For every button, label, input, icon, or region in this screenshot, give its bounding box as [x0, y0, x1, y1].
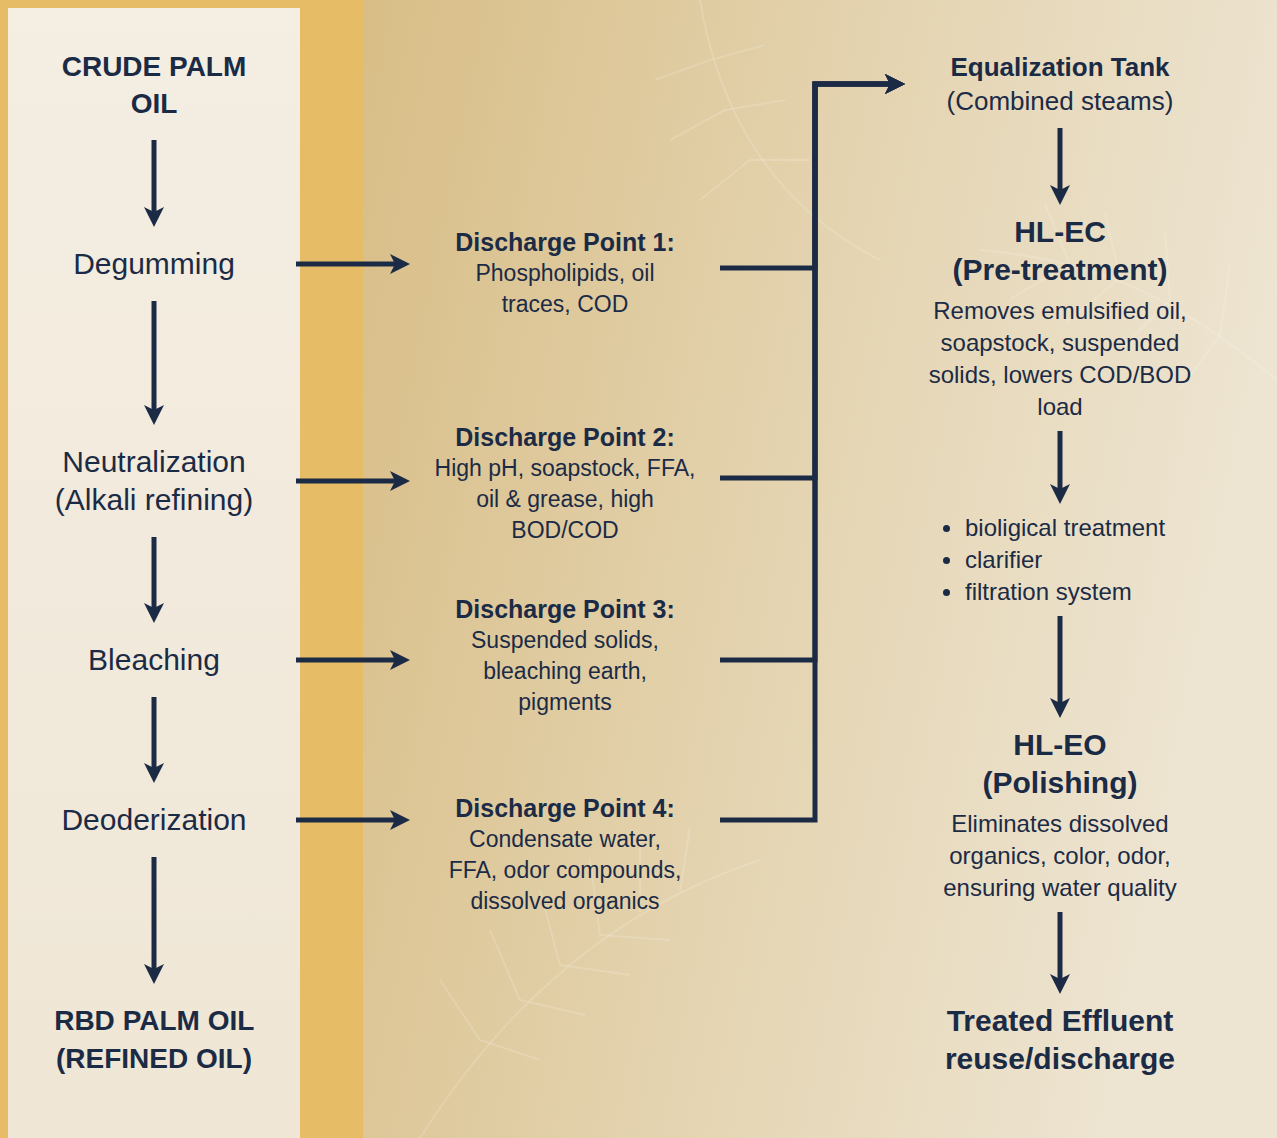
start-product: CRUDE PALM OIL: [12, 30, 296, 140]
flow-arrow: [296, 658, 400, 663]
frond-stem: [700, 0, 880, 260]
treatment-stage: HL-EO (Polishing)Eliminates dissolved or…: [905, 718, 1215, 912]
node-heading: Discharge Point 4:: [418, 793, 712, 824]
node-text: Condensate water, FFA, odor compounds, d…: [445, 824, 685, 917]
node-text: (Combined steams): [915, 84, 1205, 118]
treatment-stage: HL-EC (Pre-treatment)Removes emulsified …: [905, 205, 1215, 431]
palm-frond-texture: [420, 0, 1277, 1138]
frond-leaflets: [440, 827, 690, 1060]
flow-arrow: [152, 301, 157, 415]
flow-arrow: [296, 479, 400, 484]
process-step: Neutralization (Alkali refining): [12, 425, 296, 537]
node-text: Bleaching: [24, 641, 284, 679]
flow-arrow: [1058, 912, 1063, 984]
flow-arrow: [296, 818, 400, 823]
node-heading: Discharge Point 2:: [418, 422, 712, 453]
node-heading: HL-EO (Polishing): [960, 726, 1160, 802]
node-text: Eliminates dissolved organics, color, od…: [920, 808, 1200, 904]
list-item: filtration system: [965, 576, 1195, 608]
flow-arrow: [1058, 431, 1063, 494]
treatment-list: bioligical treatmentclarifierfiltration …: [915, 504, 1205, 616]
flow-arrow: [720, 84, 895, 820]
beige-ground: [363, 0, 1277, 1138]
flow-arrow: [152, 857, 157, 974]
node-text: Suspended solids, bleaching earth, pigme…: [448, 625, 683, 718]
process-step: Degumming: [12, 227, 296, 301]
discharge-point: Discharge Point 4:Condensate water, FFA,…: [410, 785, 720, 925]
node-heading: Discharge Point 1:: [418, 227, 712, 258]
flow-arrow: [152, 537, 157, 613]
node-heading: HL-EC (Pre-treatment): [930, 213, 1190, 289]
process-panel: [8, 8, 300, 1138]
treatment-stage: Equalization Tank(Combined steams): [905, 40, 1215, 128]
node-text: Degumming: [24, 245, 284, 283]
end-product: RBD PALM OIL (REFINED OIL): [12, 984, 296, 1096]
node-text: Deoderization: [24, 801, 284, 839]
process-step: Deoderization: [12, 783, 296, 857]
node-heading: Equalization Tank: [915, 50, 1205, 84]
list-item: bioligical treatment: [965, 512, 1195, 544]
list-item: clarifier: [965, 544, 1195, 576]
frond-leaflets: [655, 45, 810, 200]
flow-arrow: [152, 697, 157, 773]
flow-arrow: [1058, 128, 1063, 195]
flow-arrow: [720, 84, 895, 478]
flow-arrow: [296, 262, 400, 267]
flow-arrow: [152, 140, 157, 217]
node-text: Neutralization (Alkali refining): [24, 443, 284, 519]
node-text: Removes emulsified oil, soapstock, suspe…: [920, 295, 1200, 423]
treated-effluent: Treated Effluent reuse/discharge: [905, 994, 1215, 1086]
node-text: Treated Effluent reuse/discharge: [920, 1002, 1200, 1078]
process-step: Bleaching: [12, 623, 296, 697]
flow-arrow: [720, 84, 895, 268]
bullet-dot: [943, 525, 950, 532]
frond-stem: [420, 860, 760, 1138]
node-text: RBD PALM OIL (REFINED OIL): [49, 1002, 259, 1078]
bullet-dot: [943, 589, 950, 596]
node-text: CRUDE PALM OIL: [49, 48, 259, 122]
node-heading: Discharge Point 3:: [418, 594, 712, 625]
discharge-point: Discharge Point 1:Phospholipids, oil tra…: [410, 219, 720, 328]
bullet-dot: [943, 557, 950, 564]
node-text: Phospholipids, oil traces, COD: [445, 258, 685, 320]
node-text: High pH, soapstock, FFA, oil & grease, h…: [430, 453, 700, 546]
flow-arrow: [1058, 616, 1063, 708]
flow-arrow: [720, 84, 895, 660]
discharge-point: Discharge Point 3:Suspended solids, blea…: [410, 586, 720, 726]
discharge-point: Discharge Point 2:High pH, soapstock, FF…: [410, 414, 720, 554]
